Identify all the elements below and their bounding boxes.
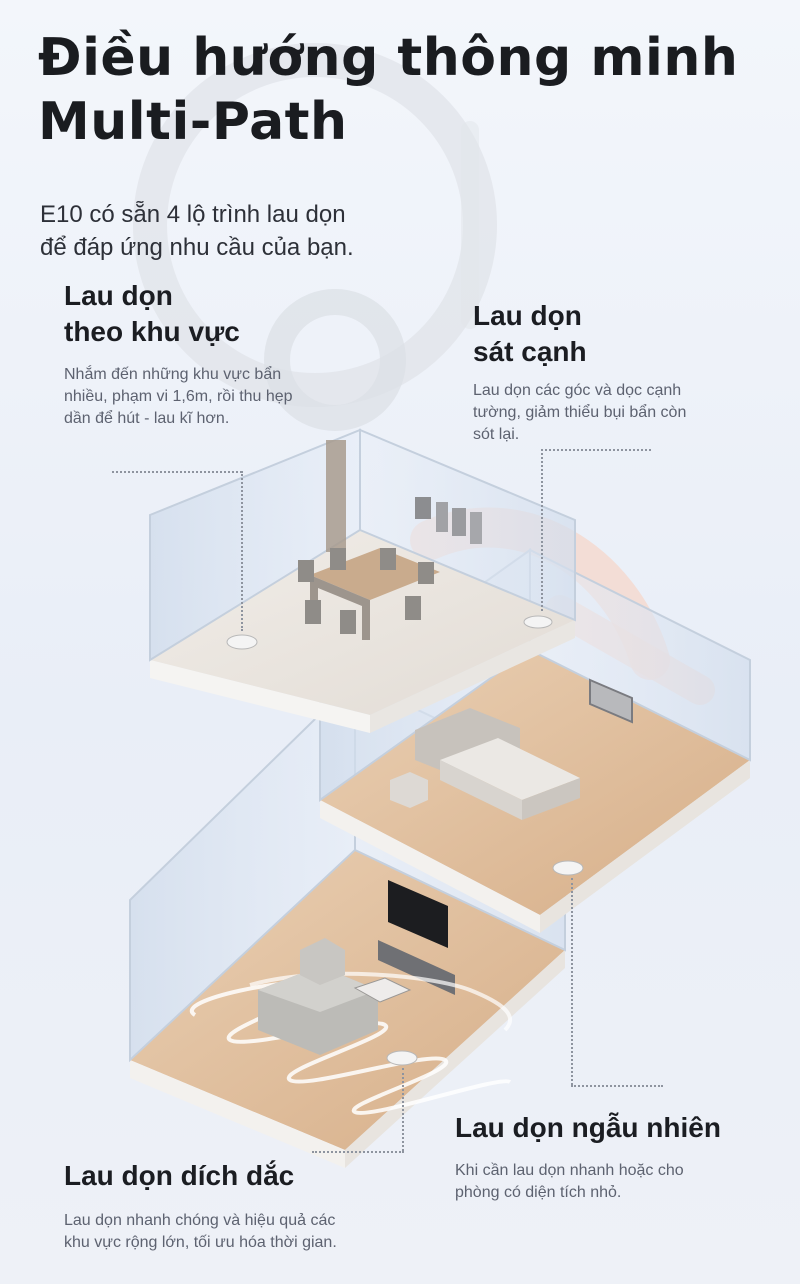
title-line-1: Điều hướng thông minh: [38, 28, 739, 88]
subtitle-line-2: để đáp ứng nhu cầu của bạn.: [40, 234, 354, 261]
leader-line-edge-vertical: [541, 449, 543, 611]
feature-random-title: Lau dọn ngẫu nhiên: [455, 1112, 721, 1143]
leader-line-zone-horizontal: [112, 471, 242, 473]
feature-zigzag-description: Lau dọn nhanh chóng và hiệu quả các khu …: [64, 1212, 337, 1251]
feature-random-cleaning: Lau dọn ngẫu nhiên Khi cần lau dọn nhanh…: [455, 1110, 785, 1204]
feature-edge-cleaning: Lau dọn sát cạnh Lau dọn các góc và dọc …: [473, 298, 773, 446]
feature-zone-description: Nhắm đến những khu vực bẩn nhiều, phạm v…: [64, 366, 293, 427]
floor-dining-room: [149, 428, 576, 733]
subtitle-line-1: E10 có sẵn 4 lộ trình lau dọn: [40, 201, 346, 228]
leader-line-edge-horizontal: [541, 449, 651, 451]
leader-line-zone-vertical: [241, 471, 243, 631]
leader-line-random-vertical: [571, 878, 573, 1085]
title-line-2: Multi-Path: [38, 92, 348, 152]
leader-line-zigzag-horizontal: [312, 1151, 404, 1153]
page-subtitle: E10 có sẵn 4 lộ trình lau dọn để đáp ứng…: [40, 198, 460, 264]
feature-zigzag-cleaning: Lau dọn dích dắc Lau dọn nhanh chóng và …: [64, 1158, 444, 1254]
feature-zigzag-title: Lau dọn dích dắc: [64, 1160, 295, 1191]
leader-line-random-horizontal: [571, 1085, 663, 1087]
feature-edge-title: Lau dọn sát cạnh: [473, 300, 587, 367]
leader-line-zigzag-vertical: [402, 1068, 404, 1151]
feature-zone-title: Lau dọn theo khu vực: [64, 280, 240, 347]
page-title: Điều hướng thông minh Multi-Path: [38, 26, 778, 154]
feature-random-description: Khi cần lau dọn nhanh hoặc cho phòng có …: [455, 1162, 684, 1201]
feature-edge-description: Lau dọn các góc và dọc cạnh tường, giảm …: [473, 382, 687, 443]
feature-zone-cleaning: Lau dọn theo khu vực Nhắm đến những khu …: [64, 278, 384, 430]
